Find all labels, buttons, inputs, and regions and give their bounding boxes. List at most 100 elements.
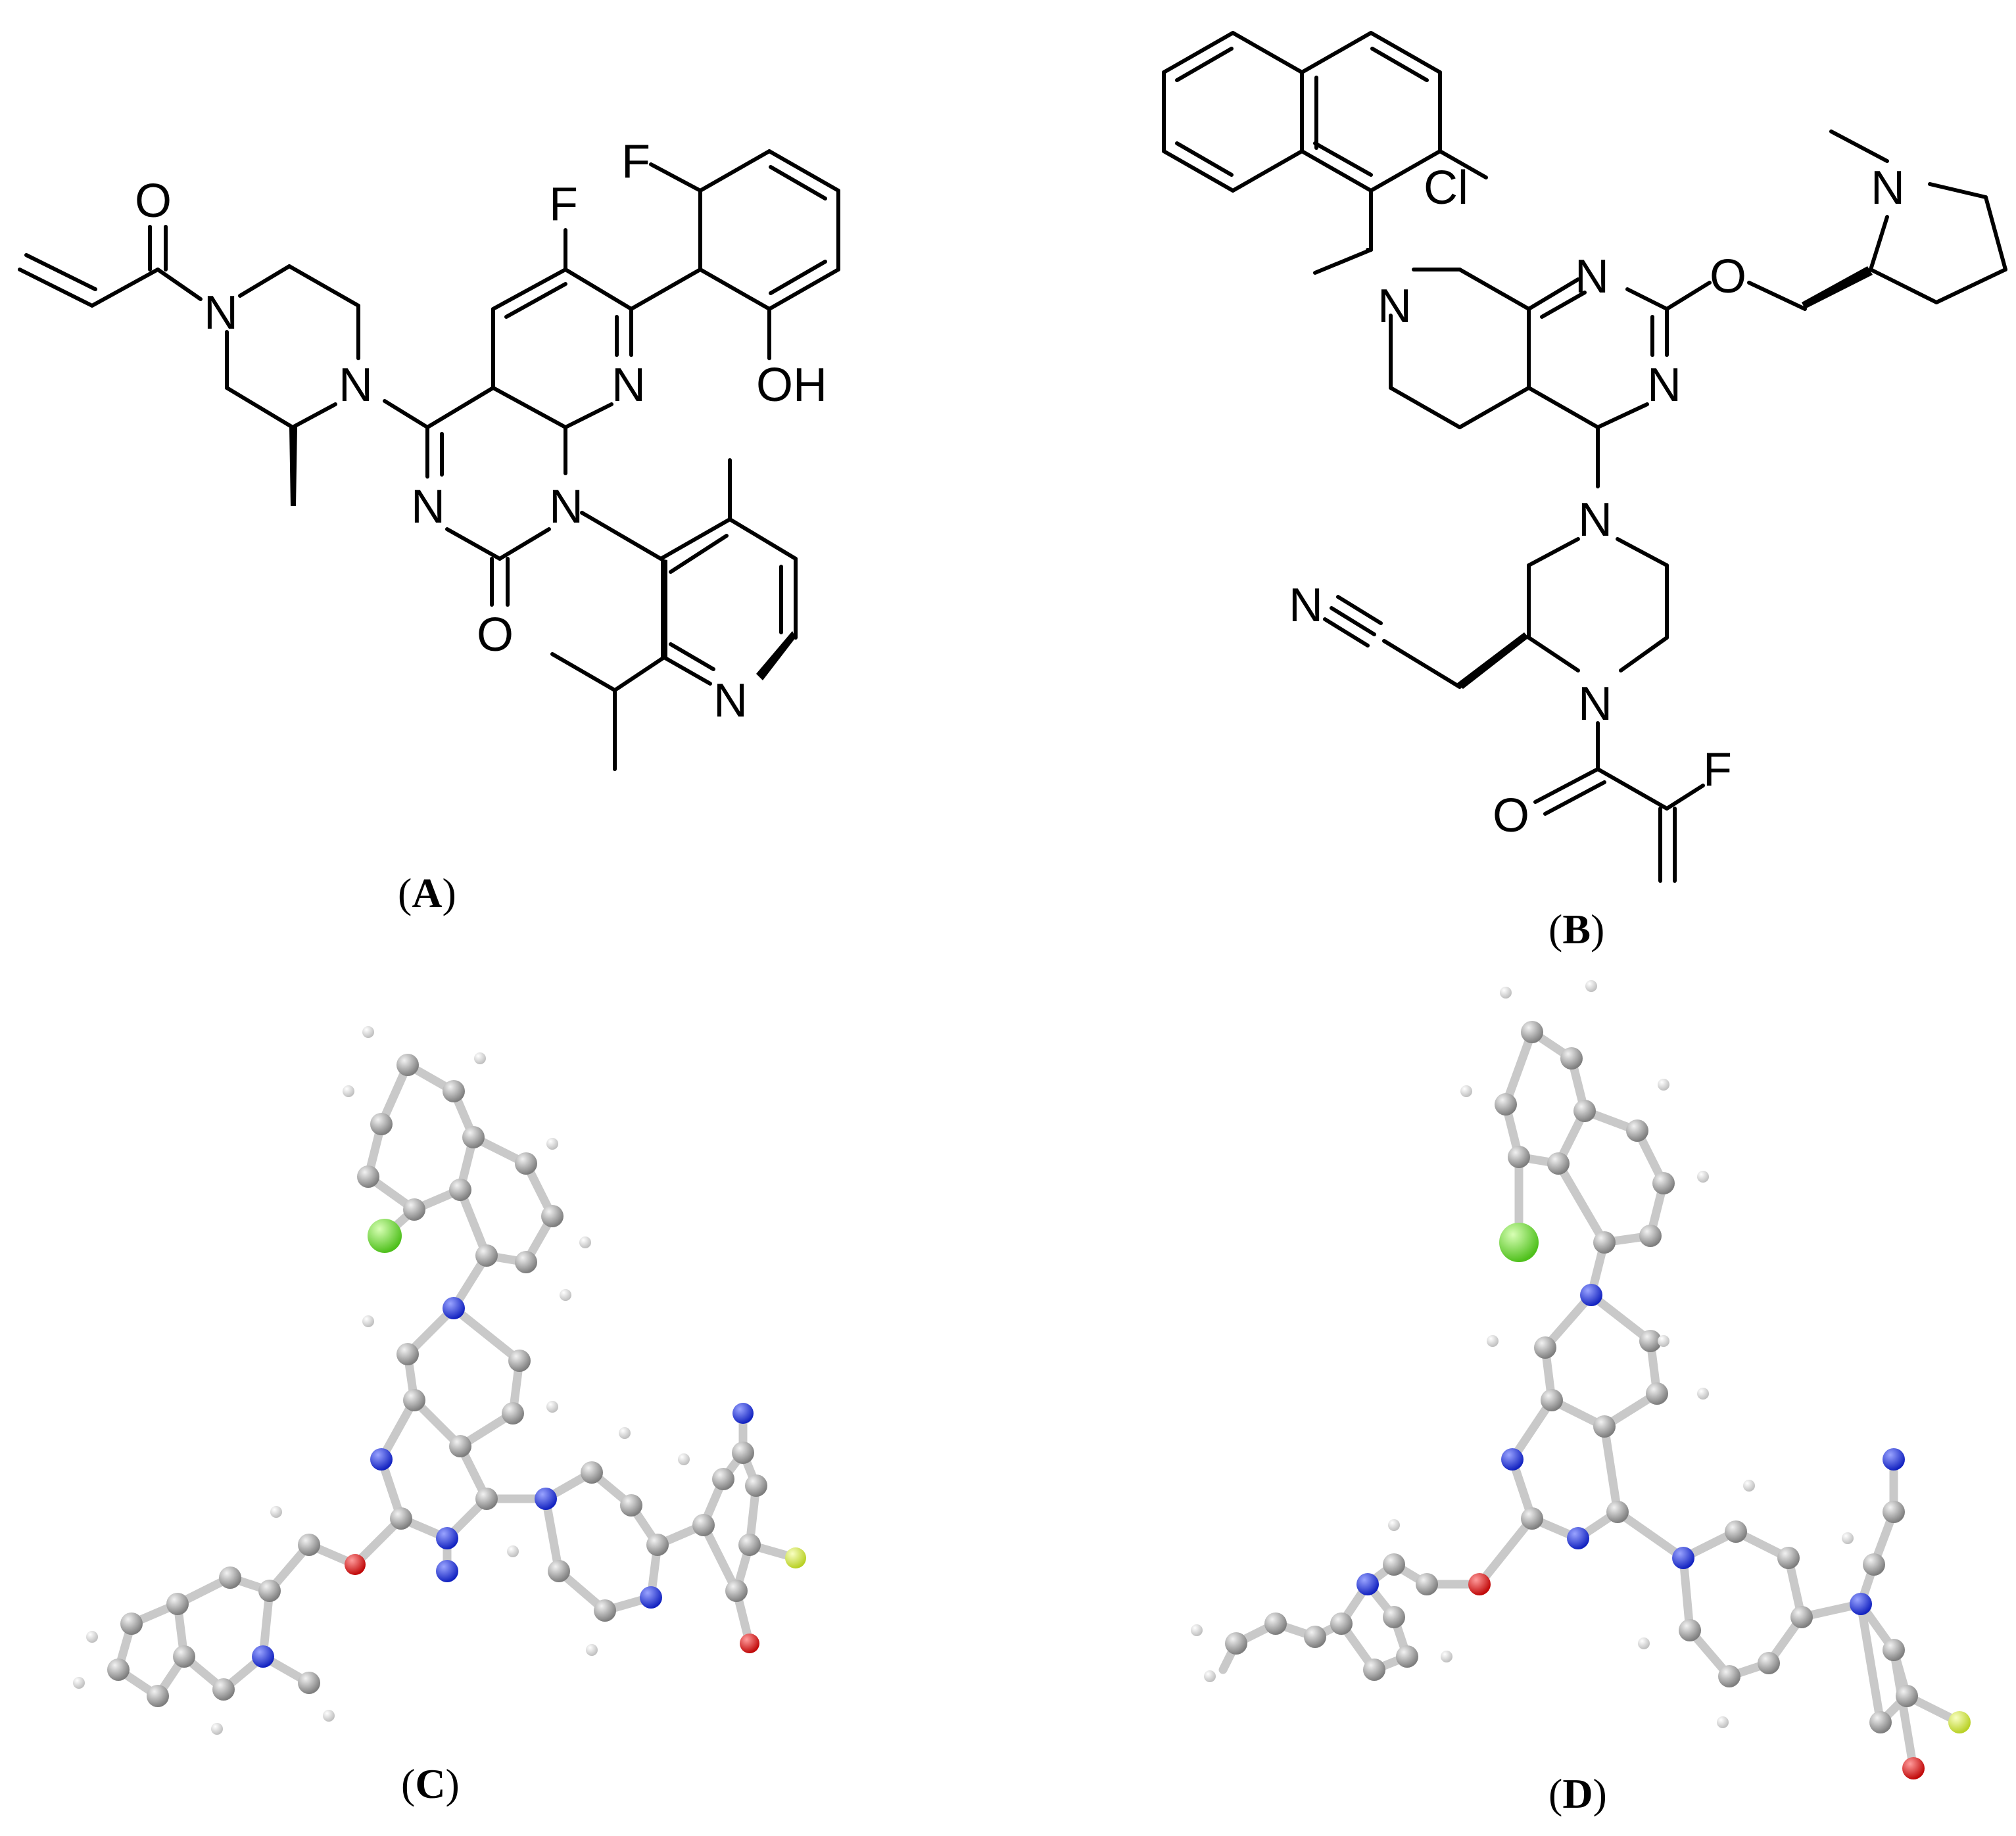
atom-nitrogen (1501, 1448, 1524, 1471)
atom-hydrogen (1191, 1624, 1203, 1636)
atom-carbon (1626, 1119, 1648, 1142)
stick-bond (1856, 1455, 1898, 1609)
stick-bond (1475, 1514, 1537, 1589)
bond (1619, 636, 1669, 672)
atom-hydrogen (1697, 1171, 1709, 1183)
panel-d-model (1191, 980, 1971, 1779)
atom-carbon (725, 1580, 748, 1602)
atom-hydrogen (1638, 1637, 1650, 1649)
atom-carbon (1383, 1606, 1405, 1628)
atom-carbon (1495, 1093, 1517, 1116)
wedge-bond (661, 559, 667, 657)
bond (1231, 31, 1304, 74)
bond (1175, 141, 1234, 177)
atom-carbon (107, 1659, 130, 1681)
atom-carbon (173, 1645, 195, 1668)
bond (728, 517, 798, 561)
bond (564, 268, 633, 311)
panel-b-caption: (B) (1548, 906, 1604, 953)
panel-a-label: A (412, 870, 442, 916)
atom-carbon (581, 1461, 603, 1484)
atom-hydrogen (1743, 1480, 1755, 1492)
bond (1175, 47, 1234, 82)
atom-cl: Cl (1424, 162, 1468, 214)
atom-carbon (298, 1672, 320, 1694)
atom-carbon (1416, 1573, 1438, 1595)
atom-carbon (712, 1468, 734, 1490)
atom-carbon (1646, 1382, 1668, 1405)
atom-carbon (120, 1612, 143, 1635)
atom-carbon (1593, 1231, 1616, 1254)
atom-o-acryl: O (135, 175, 172, 227)
atom-carbon (1560, 1047, 1583, 1070)
bond (1665, 281, 1712, 311)
atom-o-ether: O (1710, 250, 1746, 303)
bond (445, 527, 502, 561)
atom-carbon (620, 1494, 642, 1517)
panel-c-atoms (73, 1026, 806, 1735)
atom-n-pm1: N (1575, 250, 1609, 303)
atom-hydrogen (474, 1052, 486, 1064)
atom-hydrogen (86, 1631, 98, 1643)
atom-oxygen (345, 1554, 366, 1575)
atom-nitrogen (1850, 1593, 1872, 1615)
bond (90, 268, 160, 308)
stick-bond (541, 1467, 662, 1616)
atom-carbon (1396, 1645, 1418, 1668)
atom-hydrogen (1585, 980, 1597, 992)
atom-carbon (449, 1179, 471, 1201)
atom-carbon (1883, 1501, 1905, 1523)
atom-carbon (1573, 1100, 1596, 1122)
atom-carbon (258, 1580, 281, 1602)
bond (1665, 784, 1705, 811)
bond (1527, 386, 1600, 429)
atom-nitrogen (1356, 1573, 1379, 1595)
atom-nitrogen (436, 1527, 458, 1549)
panel-b-label: B (1562, 906, 1591, 953)
bond (1747, 281, 1807, 311)
bond (769, 260, 827, 295)
atom-hydrogen (1388, 1519, 1400, 1531)
bond (491, 386, 567, 429)
atom-carbon (1758, 1652, 1780, 1674)
atom-chlorine (1499, 1223, 1539, 1262)
stick-bond (403, 1304, 524, 1452)
atom-carbon (1547, 1152, 1570, 1175)
atom-carbon (548, 1560, 570, 1582)
atom-carbon (1264, 1612, 1287, 1635)
atom-hydrogen (1204, 1670, 1216, 1682)
bond (1869, 215, 1889, 271)
bond (1527, 636, 1580, 672)
atom-carbon (541, 1205, 564, 1227)
bond (1300, 149, 1373, 193)
atom-carbon (1639, 1330, 1662, 1352)
bond (669, 534, 729, 574)
atom-o-amide: O (1493, 789, 1529, 842)
atom-fluorine (1948, 1711, 1971, 1733)
atom-carbon (1777, 1547, 1800, 1569)
atom-hydrogen (579, 1236, 591, 1248)
atom-carbon (1869, 1711, 1892, 1733)
atom-oh: OH (756, 359, 827, 412)
atom-carbon (1541, 1389, 1563, 1411)
atom-carbon (1718, 1665, 1740, 1687)
atom-hydrogen (1697, 1388, 1709, 1400)
bond (1596, 767, 1669, 811)
atom-hydrogen (362, 1315, 374, 1327)
atom-hydrogen (1658, 1079, 1669, 1091)
atom-hydrogen (1842, 1532, 1854, 1544)
atom-carbon (166, 1593, 189, 1615)
wedge-bond (756, 631, 796, 680)
atom-carbon (147, 1685, 169, 1707)
bond (1162, 149, 1235, 193)
stick-bond (1541, 1290, 1662, 1432)
stick-bond (456, 1133, 558, 1267)
atom-n-pip-top: N (1578, 494, 1612, 546)
atom-carbon (1304, 1626, 1326, 1648)
atom-hydrogen (343, 1085, 354, 1097)
bond (425, 386, 495, 429)
atom-carbon (443, 1080, 465, 1102)
bond (1527, 537, 1580, 567)
bond (1382, 639, 1462, 689)
